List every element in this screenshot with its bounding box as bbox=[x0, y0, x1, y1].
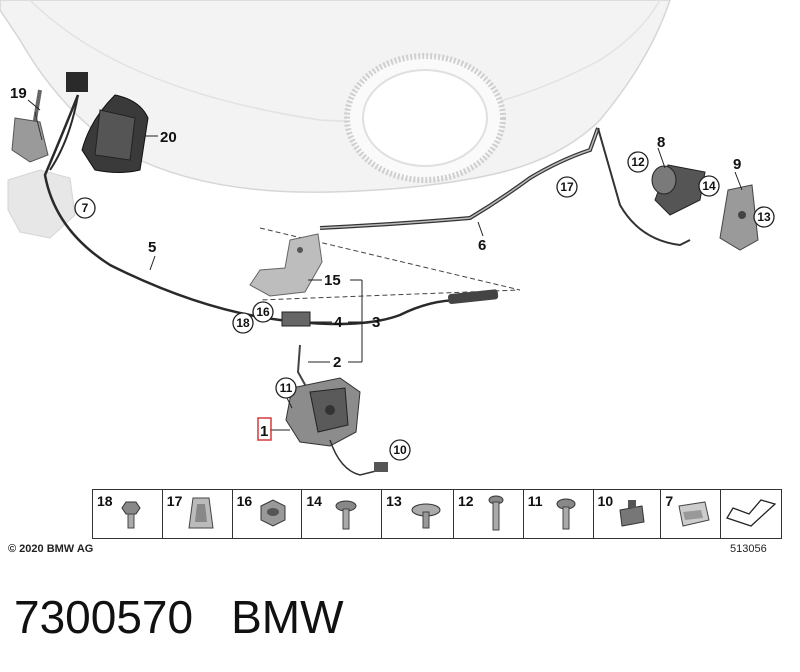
strip-cell-7: 7 bbox=[661, 490, 722, 538]
part-4 bbox=[281, 311, 311, 327]
callout-5: 5 bbox=[148, 239, 156, 256]
strip-label-14: 14 bbox=[306, 493, 322, 509]
ghost-latch-left bbox=[7, 169, 76, 239]
callout-12: 12 bbox=[631, 155, 645, 169]
long-screw-icon bbox=[488, 495, 504, 531]
arrow-icon bbox=[726, 499, 777, 527]
callout-9: 9 bbox=[733, 156, 741, 173]
callout-6: 6 bbox=[478, 237, 486, 254]
guide-dashed bbox=[259, 227, 521, 301]
part-sensor-top bbox=[66, 72, 88, 92]
strip-label-7: 7 bbox=[665, 493, 674, 509]
strip-label-10: 10 bbox=[597, 493, 614, 509]
callout-7: 7 bbox=[82, 201, 89, 215]
callout-20: 20 bbox=[160, 129, 177, 146]
part-2-rod bbox=[296, 344, 309, 391]
strip-label-16: 16 bbox=[236, 493, 253, 509]
copyright-text: © 2020 BMW AG bbox=[8, 543, 94, 555]
strip-label-12: 12 bbox=[457, 493, 474, 509]
bracket-clip-icon bbox=[678, 501, 710, 527]
strip-cell-16: 16 bbox=[233, 490, 303, 538]
connector-10 bbox=[374, 462, 388, 472]
circled-callouts: 7 17 12 14 13 16 18 11 10 bbox=[74, 151, 775, 461]
callout-3: 3 bbox=[372, 314, 380, 331]
callout-14: 14 bbox=[702, 179, 716, 193]
cable-17 bbox=[597, 127, 691, 247]
strip-cell-18: 18 bbox=[93, 490, 163, 538]
connector-icon bbox=[618, 500, 645, 527]
strip-cell-10: 10 bbox=[594, 490, 662, 538]
strip-label-11: 11 bbox=[527, 493, 543, 509]
clip-icon bbox=[188, 497, 214, 529]
callout-18: 18 bbox=[236, 316, 250, 330]
strip-cell-arrow bbox=[721, 490, 781, 538]
callout-15: 15 bbox=[324, 272, 341, 289]
callout-16: 16 bbox=[256, 305, 270, 319]
part-brand: BMW bbox=[231, 591, 344, 643]
diagram-code: 513056 bbox=[730, 543, 767, 555]
bolt-icon bbox=[335, 500, 357, 530]
callout-11: 11 bbox=[280, 381, 293, 395]
callout-19: 19 bbox=[10, 85, 27, 102]
part-9-bracket bbox=[719, 184, 759, 251]
washer-screw-icon bbox=[411, 503, 441, 529]
strip-cell-11: 11 bbox=[524, 490, 594, 538]
callout-13: 13 bbox=[757, 210, 771, 224]
strip-cell-13: 13 bbox=[382, 490, 454, 538]
nut-icon bbox=[260, 499, 286, 527]
part-1-latch bbox=[285, 377, 361, 447]
callout-2: 2 bbox=[333, 354, 341, 371]
callout-1: 1 bbox=[260, 423, 268, 440]
cable-5 bbox=[43, 94, 461, 326]
strip-label-13: 13 bbox=[386, 493, 402, 509]
screw-icon bbox=[121, 501, 141, 529]
flange-screw-icon bbox=[556, 498, 576, 530]
parts-strip: 18 17 16 14 13 12 bbox=[92, 489, 782, 539]
strip-cell-17: 17 bbox=[163, 490, 233, 538]
callout-4: 4 bbox=[334, 314, 343, 331]
callout-1-highlight bbox=[257, 417, 272, 441]
part-number: 7300570 bbox=[14, 591, 194, 643]
callout-17: 17 bbox=[560, 180, 574, 194]
cable-5b bbox=[49, 94, 79, 171]
strip-cell-14: 14 bbox=[302, 490, 383, 538]
part-19-bracket bbox=[11, 89, 49, 163]
callout-10: 10 bbox=[393, 443, 407, 457]
leader-lines bbox=[27, 99, 743, 431]
part-15-bracket bbox=[249, 233, 323, 297]
strip-label-17: 17 bbox=[166, 493, 183, 509]
part-caption: 7300570 BMW bbox=[14, 590, 382, 644]
strip-label-18: 18 bbox=[97, 493, 113, 509]
harness-10 bbox=[329, 439, 381, 476]
part-20-actuator bbox=[81, 94, 149, 173]
part-8-motor bbox=[651, 164, 706, 216]
release-handle bbox=[447, 289, 499, 304]
callout-8: 8 bbox=[657, 134, 665, 151]
strip-cell-12: 12 bbox=[454, 490, 524, 538]
parts-diagram: 19 20 5 6 8 9 15 4 3 2 1 7 17 12 14 13 1… bbox=[0, 0, 775, 476]
